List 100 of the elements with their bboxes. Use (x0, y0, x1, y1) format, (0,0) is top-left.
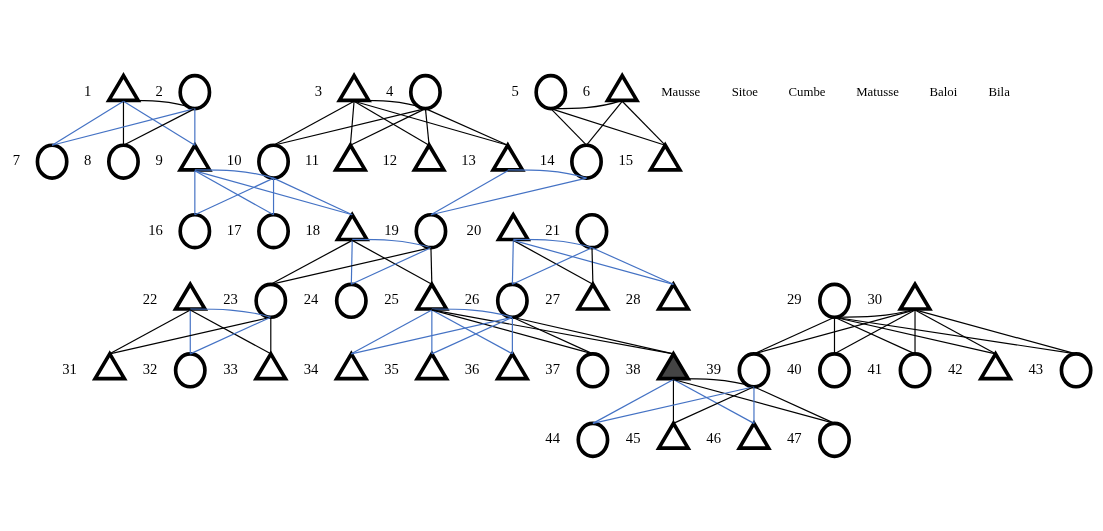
node-label: 14 (539, 151, 555, 168)
node-label: 32 (142, 360, 158, 377)
node-circle (334, 281, 368, 319)
connector (511, 316, 675, 354)
node-label: 45 (625, 429, 641, 446)
connector (194, 169, 275, 215)
connector (550, 107, 666, 146)
connector (512, 238, 593, 248)
connector (550, 107, 588, 146)
connector (424, 107, 430, 146)
connector (194, 177, 275, 215)
node-label: 18 (305, 221, 321, 238)
node-circle (173, 351, 207, 389)
node-label: 41 (867, 360, 883, 377)
connector (753, 308, 916, 354)
connector (189, 307, 272, 318)
connector (189, 308, 272, 354)
node-circle (257, 142, 290, 180)
node-label: 16 (148, 221, 163, 238)
label: Bila (988, 84, 1010, 99)
connector (51, 107, 196, 146)
node-label: 8 (84, 151, 92, 168)
node-label: 5 (511, 82, 519, 99)
connector (914, 308, 916, 354)
connector (592, 378, 675, 424)
connector (431, 308, 675, 354)
connector (511, 246, 593, 285)
node-circle (898, 351, 932, 389)
connector (753, 316, 836, 354)
connector (272, 107, 427, 146)
node-label: 25 (384, 290, 399, 307)
node-label: 1 (84, 82, 92, 99)
node-circle (495, 281, 529, 319)
connector (431, 308, 433, 354)
node-triangle (736, 419, 772, 450)
node-circle (818, 421, 851, 458)
node-triangle (172, 280, 209, 311)
connector (507, 168, 588, 179)
connector (270, 246, 432, 285)
connector (424, 107, 509, 146)
connector (122, 100, 196, 146)
node-label: 30 (867, 290, 883, 307)
connector (431, 316, 513, 354)
node-label: 47 (786, 429, 802, 446)
connector (194, 169, 196, 215)
connector (122, 107, 196, 146)
node-triangle (494, 349, 531, 380)
node-label: 46 (706, 429, 722, 446)
connector (512, 239, 594, 285)
node-circle (576, 421, 610, 458)
label: Mausse (661, 84, 701, 99)
connector (272, 177, 353, 215)
connector (270, 316, 272, 354)
node-label: 40 (786, 360, 802, 377)
node-label: 22 (142, 290, 158, 307)
node-triangle (655, 280, 692, 311)
connector (122, 99, 196, 109)
connector (189, 308, 191, 354)
node-label: 19 (384, 221, 399, 238)
node-circle (818, 281, 851, 319)
node-label: 28 (625, 290, 641, 307)
node-triangle (414, 349, 450, 380)
node-triangle (333, 349, 370, 380)
connector (672, 378, 675, 424)
node-label: 27 (545, 290, 560, 307)
node-label: 17 (226, 221, 242, 238)
node-triangle (655, 419, 692, 450)
connector (270, 239, 353, 285)
node-label: 13 (461, 151, 476, 168)
connector (349, 100, 355, 146)
node-label: 20 (466, 221, 482, 238)
node-triangle (604, 71, 641, 102)
node-label: 24 (303, 290, 319, 307)
node-label: 26 (464, 290, 480, 307)
node-triangle (495, 210, 532, 241)
node-triangle (177, 141, 213, 172)
connector (585, 100, 623, 146)
connector (511, 316, 594, 354)
node-triangle (575, 280, 611, 311)
connector (350, 246, 432, 285)
node-triangle (897, 280, 933, 311)
connector (51, 100, 125, 146)
connector (351, 239, 433, 285)
node-circle (414, 212, 448, 250)
connector (353, 100, 509, 146)
node-triangle (336, 71, 372, 102)
node-circle (408, 73, 442, 110)
node-triangle (91, 349, 128, 380)
connector (914, 308, 997, 354)
node-circle (107, 142, 140, 180)
node-triangle (977, 349, 1014, 380)
connector (550, 99, 623, 109)
connector (592, 385, 755, 424)
connector (753, 385, 836, 424)
node-label: 35 (384, 360, 399, 377)
node-triangle (105, 71, 142, 102)
node-label: 36 (464, 360, 480, 377)
connector (430, 177, 588, 215)
node-triangle (411, 141, 447, 172)
node-triangle (655, 349, 692, 380)
